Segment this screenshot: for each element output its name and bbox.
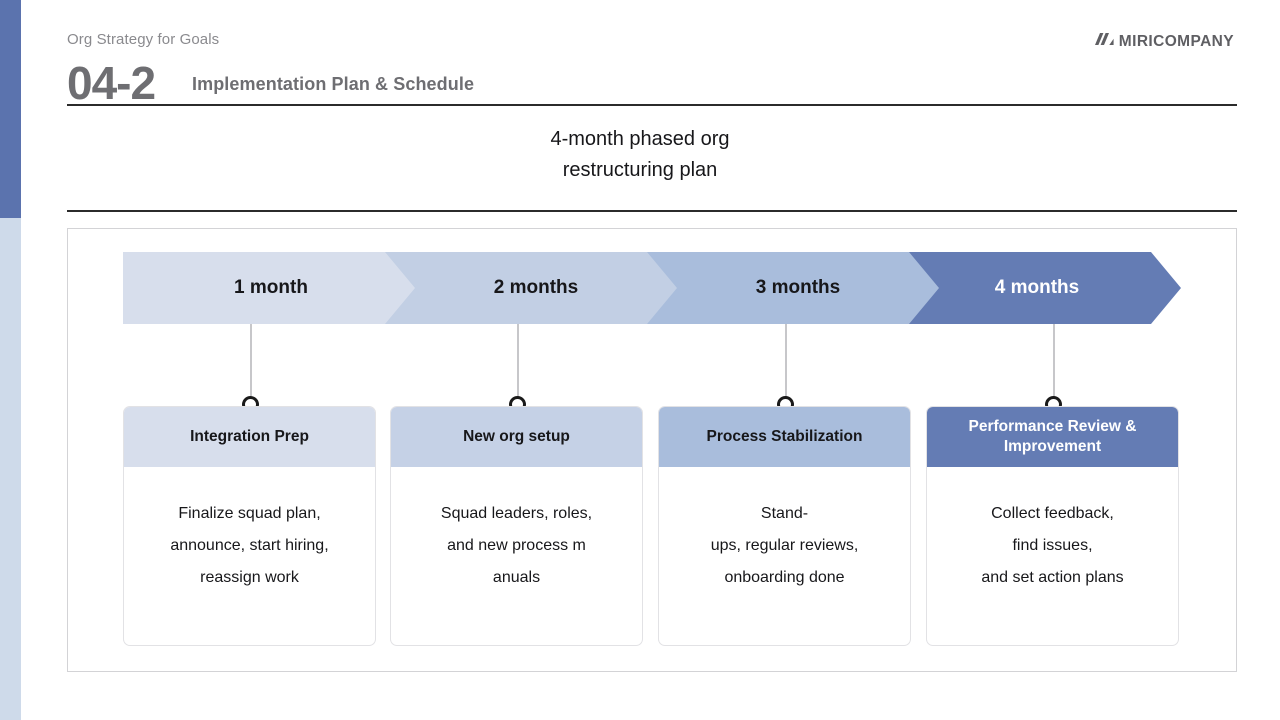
section-title-row: 04-2 Implementation Plan & Schedule [67,62,1237,104]
phase-card-4-body-line-2: find issues, [1012,537,1093,554]
phase-card-2[interactable]: New org setup Squad leaders, roles, and … [390,406,643,646]
connector-line-3 [785,324,787,404]
phase-card-1-title: Integration Prep [124,407,375,467]
subtitle-line-2: restructuring plan [562,159,718,181]
phase-card-4-title: Performance Review & Improvement [927,407,1178,467]
subtitle-line-1: 4-month phased org [550,128,730,150]
timeline-phase-3[interactable]: 3 months [647,252,967,324]
timeline-phase-2-label: 2 months [493,277,579,298]
phase-card-3[interactable]: Process Stabilization Stand- ups, regula… [658,406,911,646]
phase-card-1-body-line-2: announce, start hiring, [170,537,329,554]
phase-card-3-body-line-3: onboarding done [724,569,845,586]
phase-card-2-title: New org setup [391,407,642,467]
phase-card-4[interactable]: Performance Review & Improvement Collect… [926,406,1179,646]
phase-card-4-body-line-1: Collect feedback, [991,505,1114,522]
section-number: 04-2 [67,62,156,104]
phase-card-2-body-line-1: Squad leaders, roles, [440,505,593,522]
phase-timeline: 1 month 2 months 3 months 4 months [123,252,1181,324]
content-panel: 1 month 2 months 3 months 4 months Integ… [67,228,1237,672]
page-title: Implementation Plan & Schedule [192,74,475,94]
subtitle-block: 4-month phased org restructuring plan [67,124,1213,186]
timeline-phase-2[interactable]: 2 months [385,252,705,324]
company-logo: MIRICOMPANY [1094,32,1234,51]
connector-line-1 [250,324,252,404]
timeline-phase-1-label: 1 month [234,277,308,298]
timeline-phase-1[interactable]: 1 month [123,252,443,324]
phase-card-2-body-line-3: anuals [492,569,541,586]
accent-bar-bottom-segment [0,218,21,720]
divider-bottom [67,210,1237,212]
left-accent-bar [0,0,21,720]
phase-card-3-body-line-1: Stand- [760,505,809,522]
accent-bar-top-segment [0,0,21,218]
phase-card-4-body: Collect feedback, find issues, and set a… [927,467,1178,594]
eyebrow-label: Org Strategy for Goals [67,31,220,48]
connector-line-2 [517,324,519,404]
phase-card-3-body: Stand- ups, regular reviews, onboarding … [659,467,910,594]
connector-line-4 [1053,324,1055,404]
phase-card-1-body-line-3: reassign work [200,569,299,586]
divider-top [67,104,1237,106]
miri-slash-mark-icon [1094,32,1114,51]
timeline-phase-3-label: 3 months [755,277,841,298]
phase-card-1[interactable]: Integration Prep Finalize squad plan, an… [123,406,376,646]
phase-card-3-body-line-2: ups, regular reviews, [710,537,859,554]
phase-card-1-body: Finalize squad plan, announce, start hir… [124,467,375,594]
phase-card-4-body-line-3: and set action plans [981,569,1124,586]
phase-card-1-body-line-1: Finalize squad plan, [178,505,321,522]
phase-card-2-body: Squad leaders, roles, and new process m … [391,467,642,594]
timeline-phase-4[interactable]: 4 months [909,252,1181,324]
timeline-phase-4-label: 4 months [994,277,1080,298]
phase-card-3-title: Process Stabilization [659,407,910,467]
logo-wordmark: MIRICOMPANY [1118,32,1234,50]
phase-card-2-body-line-2: and new process m [447,537,586,554]
